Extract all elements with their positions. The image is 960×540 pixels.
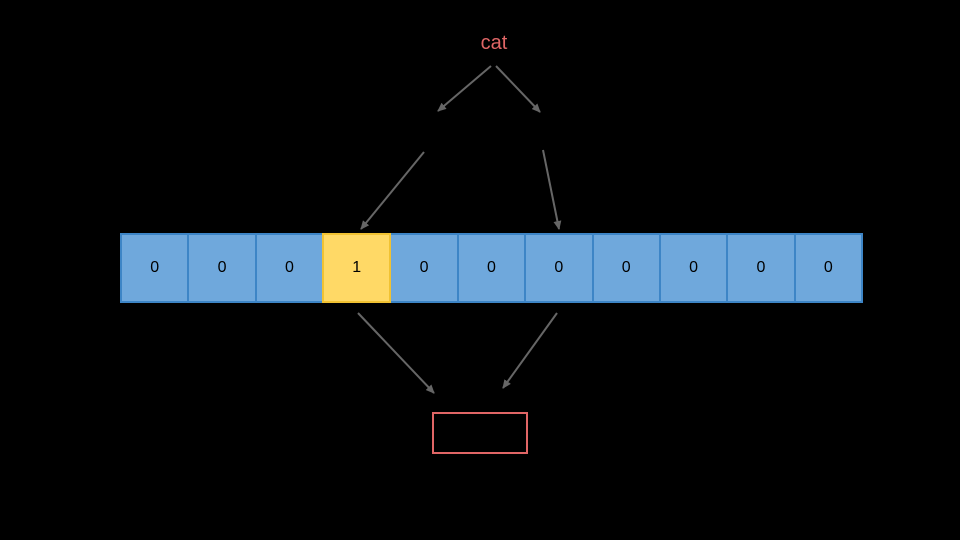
vector-cell: 0 bbox=[591, 233, 661, 303]
vector-cell: 0 bbox=[524, 233, 594, 303]
vector-cell-hot: 1 bbox=[322, 233, 392, 303]
arrow-to-zero-cell-icon bbox=[542, 149, 562, 230]
vector-cell: 0 bbox=[187, 233, 257, 303]
arrow-word-branch-right-icon bbox=[495, 65, 541, 113]
arrow-zero-cell-to-box-icon bbox=[502, 312, 558, 389]
vector-cell: 0 bbox=[254, 233, 325, 303]
vector-cell: 0 bbox=[658, 233, 729, 303]
vector-cell: 0 bbox=[456, 233, 527, 303]
vector-cell: 0 bbox=[389, 233, 459, 303]
arrow-to-hot-cell-icon bbox=[360, 151, 425, 230]
arrow-hot-cell-to-box-icon bbox=[357, 312, 435, 394]
vector-cell: 0 bbox=[120, 233, 190, 303]
one-hot-vector-row: 0 0 0 1 0 0 0 0 0 0 0 bbox=[120, 233, 863, 303]
word-label: cat bbox=[480, 32, 508, 54]
vector-cell: 0 bbox=[726, 233, 796, 303]
output-box bbox=[432, 412, 528, 454]
arrow-word-branch-left-icon bbox=[437, 65, 492, 112]
vector-cell: 0 bbox=[793, 233, 863, 303]
